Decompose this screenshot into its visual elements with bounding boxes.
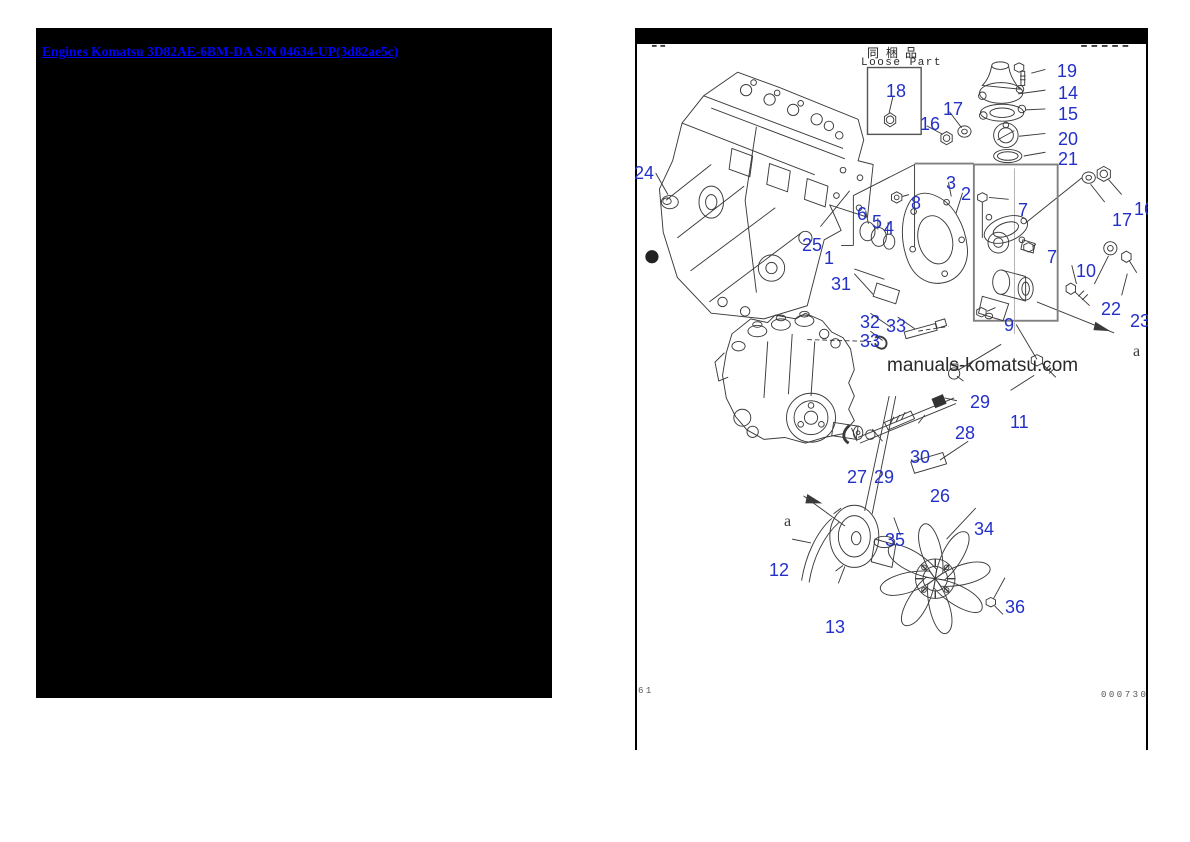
callout-27: 27 [847,467,868,487]
callout-17: 17 [943,99,964,119]
callout-29: 29 [874,467,895,487]
callout-10: 10 [1076,261,1097,281]
parts-diagram-drawing [645,44,1138,634]
callout-3: 3 [946,173,957,193]
callout-9: 9 [1004,315,1015,335]
callout-15: 15 [1058,104,1079,124]
callout-23: 23 [1130,311,1148,331]
callout-25: 25 [802,235,823,255]
callout-5: 5 [872,212,883,232]
callout-2: 2 [961,184,972,204]
watermark: manuals-komatsu.com [887,355,1079,376]
callout-24: 24 [635,163,655,183]
callout-7: 7 [1047,247,1058,267]
callout-30: 30 [910,447,931,467]
ref-letter-a: a [1133,343,1141,360]
page-number: 61 [638,686,654,696]
ref-letter-a: a [784,513,792,530]
callout-34: 34 [974,519,995,539]
loose-part-label-jp: 同梱品 [867,46,925,60]
callout-6: 6 [857,204,868,224]
figure-number: 000730 [1101,690,1148,700]
callout-1: 1 [824,248,835,268]
callout-32: 32 [860,312,881,332]
callout-11: 11 [1010,412,1029,432]
callout-28: 28 [955,423,976,443]
callout-16: 16 [1134,199,1148,219]
callout-7: 7 [1018,200,1029,220]
callout-26: 26 [930,486,951,506]
panel-border [1146,43,1148,750]
callout-33: 33 [886,316,907,336]
callout-33: 33 [860,331,881,351]
callout-20: 20 [1058,129,1079,149]
callout-31: 31 [831,274,852,294]
callout-35: 35 [885,530,906,550]
panel-border [635,43,637,750]
callout-14: 14 [1058,83,1079,103]
callout-21: 21 [1058,149,1079,169]
callout-17: 17 [1112,210,1133,230]
breadcrumb-link[interactable]: Engines Komatsu 3D82AE-6BM-DA S/N 04634-… [42,44,399,59]
panel-top-bar [635,28,1148,44]
parts-diagram-panel: 同梱品 Loose Part [635,28,1148,750]
callout-16: 16 [920,114,941,134]
callout-22: 22 [1101,299,1122,319]
callout-18: 18 [886,81,907,101]
blacked-out-region [36,28,552,698]
callout-4: 4 [884,218,895,238]
callout-13: 13 [825,617,846,637]
callout-8: 8 [911,193,922,213]
callout-36: 36 [1005,597,1026,617]
callout-12: 12 [769,560,790,580]
loose-part-label-en: Loose Part [861,57,943,69]
callout-19: 19 [1057,61,1078,81]
callout-29: 29 [970,392,991,412]
